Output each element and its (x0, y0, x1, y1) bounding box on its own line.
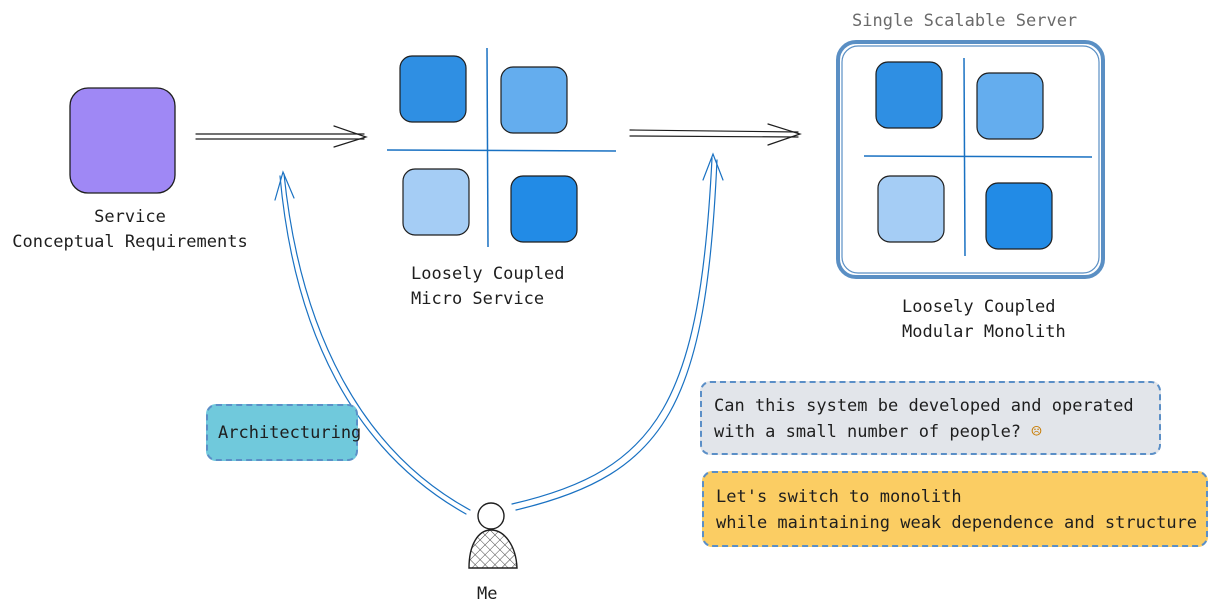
arrow-micro-to-monolith (629, 123, 802, 146)
service-label: Service Conceptual Requirements (12, 207, 248, 252)
person-icon (468, 502, 518, 569)
person-label: Me (477, 584, 498, 604)
micro-module-3 (402, 168, 470, 236)
micro-module-4 (510, 175, 578, 243)
service-block (69, 87, 176, 194)
curve-me-to-micro-arrow (511, 152, 724, 511)
monolith-label: Loosely Coupled Modular Monolith (902, 297, 1066, 342)
micro-module-1 (399, 55, 467, 123)
arrow-service-to-micro (195, 125, 368, 148)
frown-emoji-icon: ☹ (1031, 422, 1042, 442)
answer-note: Let's switch to monolith while maintaini… (702, 471, 1208, 547)
monolith-module-1 (875, 61, 943, 129)
monolith-module-3 (877, 175, 945, 243)
micro-module-2 (500, 66, 568, 134)
server-title: Single Scalable Server (852, 11, 1078, 31)
micro-service-grid (386, 47, 617, 248)
server-frame (836, 40, 1105, 279)
architecturing-tag: Architecturing (206, 404, 361, 461)
curve-me-to-service-arrow (274, 170, 471, 515)
question-note: Can this system be developed and operate… (700, 381, 1161, 455)
monolith-module-2 (976, 72, 1044, 140)
micro-service-label: Loosely Coupled Micro Service (411, 264, 565, 309)
monolith-module-4 (985, 182, 1053, 250)
